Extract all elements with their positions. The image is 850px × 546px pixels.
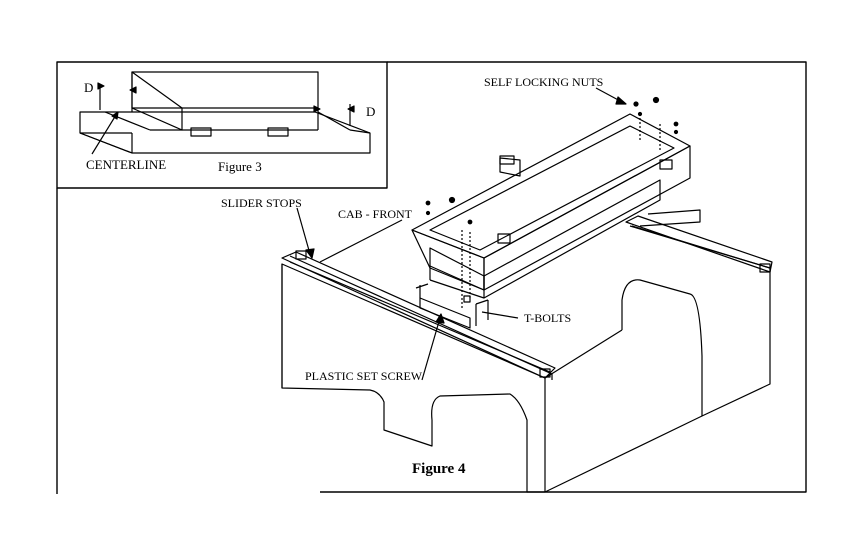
slider-tray <box>411 87 691 310</box>
t-bolts-label: T-BOLTS <box>524 311 572 325</box>
slider-stops-label: SLIDER STOPS <box>221 196 302 210</box>
figure3-centerline-label: CENTERLINE <box>86 157 167 172</box>
figure3-inset <box>56 61 388 189</box>
plastic-set-screw-label: PLASTIC SET SCREW <box>305 369 423 383</box>
figure3-caption: Figure 3 <box>218 159 262 174</box>
self-locking-nuts-label: SELF LOCKING NUTS <box>484 75 604 89</box>
figure3-d-left-label: D <box>84 80 94 95</box>
figure4-frame <box>56 61 807 494</box>
figure3-d-right-label: D <box>366 104 376 119</box>
truck-bed <box>281 155 773 493</box>
cab-front-label: CAB - FRONT <box>338 207 413 221</box>
figure4-caption: Figure 4 <box>412 461 466 477</box>
